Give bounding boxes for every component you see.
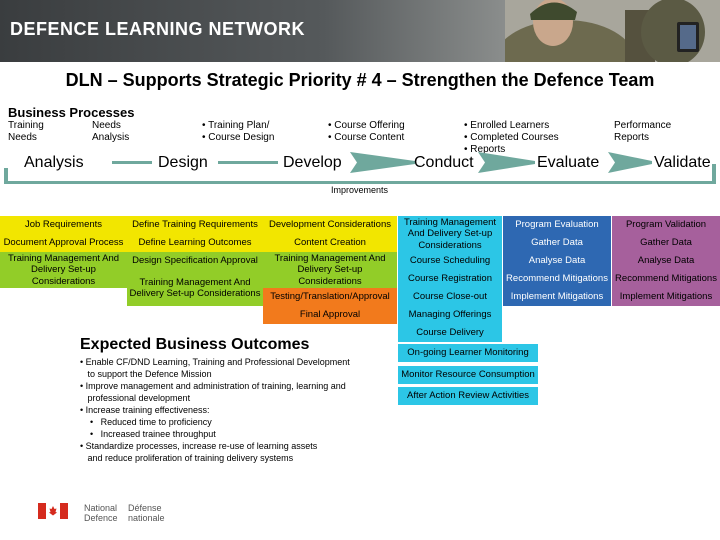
outcome-line: • Improve management and administration …: [80, 381, 346, 391]
improvements-label: Improvements: [331, 185, 389, 195]
outcome-line: • Increase training effectiveness:: [80, 405, 210, 415]
needs-analysis-input: Needs Analysis: [92, 120, 130, 143]
business-processes-label: Business Processes: [8, 105, 135, 120]
validate-implement-box: Implement Mitigations: [612, 288, 720, 306]
slide-title: DLN – Supports Strategic Priority # 4 – …: [65, 70, 655, 90]
after-action-review-box: After Action Review Activities: [398, 387, 538, 405]
phase-design: Design: [158, 154, 208, 171]
phase-develop: Develop: [283, 154, 342, 171]
outcome-line: • Reduced time to proficiency: [80, 417, 212, 427]
evaluate-recommend-box: Recommend Mitigations: [503, 270, 611, 288]
phase-validate: Validate: [654, 154, 711, 171]
testing-translation-box: Testing/Translation/Approval: [263, 288, 397, 306]
document-approval-box: Document Approval Process: [0, 234, 127, 252]
content-creation-box: Content Creation: [263, 234, 397, 252]
course-delivery-box: Course Delivery: [398, 324, 502, 342]
outcomes-list: • Enable CF/DND Learning, Training and P…: [80, 356, 385, 464]
learner-monitoring-box: On-going Learner Monitoring: [398, 344, 538, 362]
design-setup-box: Training Management And Delivery Set-up …: [127, 270, 263, 306]
outcome-line: to support the Defence Mission: [80, 369, 212, 379]
outcomes-title: Expected Business Outcomes: [80, 336, 310, 353]
define-training-req-box: Define Training Requirements: [127, 216, 263, 234]
soldier-photo: [505, 0, 720, 62]
validate-recommend-box: Recommend Mitigations: [612, 270, 720, 288]
phase-conduct: Conduct: [414, 154, 474, 171]
evaluate-analyse-data-box: Analyse Data: [503, 252, 611, 270]
outcome-line: • Standardize processes, increase re-use…: [80, 441, 318, 451]
evaluate-gather-data-box: Gather Data: [503, 234, 611, 252]
course-close-out-box: Course Close-out: [398, 288, 502, 306]
define-learning-outcomes-box: Define Learning Outcomes: [127, 234, 263, 252]
canada-flag-icon: [38, 503, 68, 519]
program-evaluation-box: Program Evaluation: [503, 216, 611, 234]
outcome-line: and reduce proliferation of training del…: [80, 453, 294, 463]
resource-consumption-box: Monitor Resource Consumption: [398, 366, 538, 384]
conduct-setup-box: Training Management And Delivery Set-up …: [398, 216, 502, 252]
validate-analyse-data-box: Analyse Data: [612, 252, 720, 270]
development-considerations-box: Development Considerations: [263, 216, 397, 234]
final-approval-box: Final Approval: [263, 306, 397, 324]
government-wordmark-en: National Defence: [84, 503, 118, 523]
phase-evaluate: Evaluate: [537, 154, 600, 171]
phase-analysis: Analysis: [24, 154, 84, 171]
validate-gather-data-box: Gather Data: [612, 234, 720, 252]
course-offering-input: • Course Offering • Course Content: [328, 120, 405, 143]
training-needs-input: Training Needs: [8, 120, 44, 143]
outcome-line: professional development: [80, 393, 191, 403]
analysis-setup-box: Training Management And Delivery Set-up …: [0, 252, 127, 288]
course-registration-box: Course Registration: [398, 270, 502, 288]
course-scheduling-box: Course Scheduling: [398, 252, 502, 270]
government-wordmark-fr: Défense nationale: [128, 503, 165, 523]
evaluate-implement-box: Implement Mitigations: [503, 288, 611, 306]
outcome-line: • Increased trainee throughput: [80, 429, 216, 439]
banner-title: DEFENCE LEARNING NETWORK: [10, 19, 305, 39]
develop-setup-box: Training Management And Delivery Set-up …: [263, 252, 397, 288]
design-spec-approval-box: Design Specification Approval: [127, 252, 263, 270]
job-requirements-box: Job Requirements: [0, 216, 127, 234]
process-flow-arrows: [4, 152, 716, 184]
program-validation-box: Program Validation: [612, 216, 720, 234]
outcome-line: • Enable CF/DND Learning, Training and P…: [80, 357, 350, 367]
enrolled-learners-input: • Enrolled Learners • Completed Courses …: [464, 120, 559, 155]
training-plan-input: • Training Plan/ • Course Design: [202, 120, 275, 143]
performance-reports-input: Performance Reports: [614, 120, 672, 143]
managing-offerings-box: Managing Offerings: [398, 306, 502, 324]
